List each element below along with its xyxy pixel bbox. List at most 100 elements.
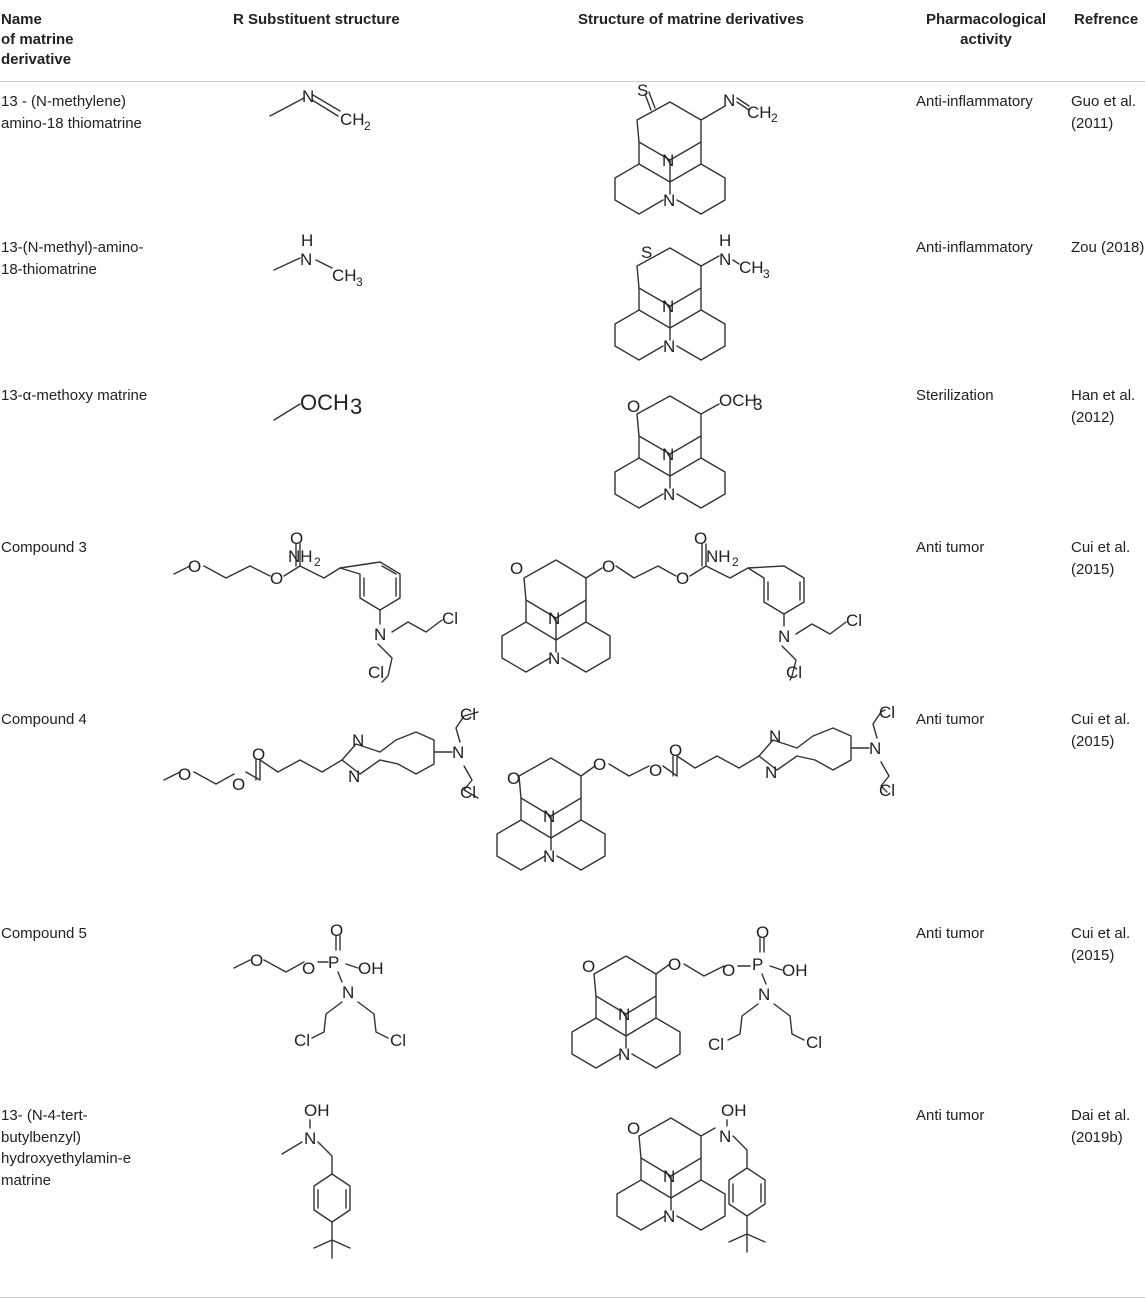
- svg-text:O: O: [507, 769, 520, 788]
- svg-text:O: O: [330, 921, 343, 940]
- svg-text:N: N: [719, 1127, 731, 1146]
- svg-text:N: N: [662, 297, 674, 316]
- svg-text:N: N: [543, 807, 555, 826]
- svg-text:N: N: [543, 847, 555, 866]
- svg-text:CH: CH: [332, 266, 357, 285]
- svg-text:N: N: [662, 445, 674, 464]
- derivative-name: 13-(N-methyl)-amino-18-thiomatrine: [1, 239, 144, 278]
- svg-text:N: N: [769, 727, 781, 746]
- svg-text:Cl: Cl: [368, 663, 384, 682]
- header-structure: Structure of matrine derivatives: [578, 11, 804, 28]
- svg-text:Cl: Cl: [806, 1033, 822, 1052]
- svg-text:3: 3: [350, 394, 362, 419]
- svg-text:N: N: [300, 250, 312, 269]
- svg-text:O: O: [676, 569, 689, 588]
- activity: Anti-inflammatory: [916, 93, 1033, 110]
- svg-text:3: 3: [763, 267, 770, 281]
- svg-text:O: O: [510, 559, 523, 578]
- svg-text:2: 2: [314, 555, 321, 569]
- svg-text:OCH: OCH: [719, 391, 757, 410]
- header-name: Name of matrine derivative: [1, 11, 74, 68]
- svg-text:OCH: OCH: [300, 390, 349, 415]
- reference: Cui et al. (2015): [1071, 925, 1131, 964]
- derivative-name: 13-α-methoxy matrine: [1, 387, 148, 404]
- svg-text:H: H: [719, 231, 731, 250]
- substituent-structure: OH N: [281, 1101, 351, 1259]
- derivative-name: Compound 4: [1, 711, 87, 728]
- svg-text:O: O: [756, 923, 769, 942]
- svg-text:Cl: Cl: [846, 611, 862, 630]
- table-bottom-rule: [0, 1297, 1145, 1298]
- derivative-name: Compound 3: [1, 539, 87, 556]
- svg-text:N: N: [548, 649, 560, 668]
- svg-text:N: N: [348, 767, 360, 786]
- svg-text:N: N: [719, 250, 731, 269]
- svg-text:Cl: Cl: [442, 609, 458, 628]
- svg-text:O: O: [602, 557, 615, 576]
- activity: Anti tumor: [916, 925, 985, 942]
- svg-text:O: O: [627, 397, 640, 416]
- activity: Anti-inflammatory: [916, 239, 1033, 256]
- svg-text:H: H: [301, 231, 313, 250]
- svg-text:NH: NH: [706, 547, 731, 566]
- table-row: Compound 4 Anti tumor Cui et al. (2015) …: [0, 700, 1145, 912]
- svg-text:Cl: Cl: [879, 781, 895, 800]
- table-row: 13-α-methoxy matrine Sterilization Han e…: [0, 376, 1145, 526]
- reference: Guo et al. (2011): [1071, 93, 1137, 132]
- derivative-name: 13- (N-4-tert-butylbenzyl) hydroxyethyla…: [1, 1107, 132, 1189]
- svg-text:OH: OH: [721, 1101, 747, 1120]
- header-reference: Refrence: [1074, 11, 1139, 28]
- svg-text:O: O: [290, 529, 303, 548]
- table-row: Compound 5 Anti tumor Cui et al. (2015) …: [0, 914, 1145, 1094]
- svg-text:N: N: [758, 985, 770, 1004]
- svg-text:N: N: [663, 1207, 675, 1226]
- svg-text:2: 2: [732, 555, 739, 569]
- svg-text:OH: OH: [358, 959, 384, 978]
- svg-text:Cl: Cl: [460, 705, 476, 724]
- substituent-structure: O O O N N N Cl Cl: [163, 705, 479, 802]
- svg-text:N: N: [548, 609, 560, 628]
- svg-text:N: N: [765, 763, 777, 782]
- svg-text:CH: CH: [747, 103, 772, 122]
- header-activity: Pharmacological activity: [925, 11, 1047, 48]
- activity: Anti tumor: [916, 539, 985, 556]
- substituent-structure: O O P O OH N Cl Cl: [233, 921, 406, 1050]
- svg-text:N: N: [342, 983, 354, 1002]
- svg-text:O: O: [188, 557, 201, 576]
- svg-text:Cl: Cl: [294, 1031, 310, 1050]
- svg-text:N: N: [618, 1045, 630, 1064]
- table-row: 13 - (N-methylene) amino-18 thiomatrine …: [0, 81, 1145, 226]
- reference: Dai et al. (2019b): [1071, 1107, 1131, 1146]
- svg-text:N: N: [374, 625, 386, 644]
- derivative-name: 13 - (N-methylene) amino-18 thiomatrine: [1, 93, 142, 132]
- svg-text:S: S: [637, 81, 648, 100]
- activity: Sterilization: [916, 387, 994, 404]
- svg-text:Cl: Cl: [879, 703, 895, 722]
- svg-text:N: N: [778, 627, 790, 646]
- svg-text:O: O: [582, 957, 595, 976]
- svg-text:S: S: [641, 243, 652, 262]
- reference: Zou (2018): [1071, 239, 1145, 256]
- svg-text:O: O: [178, 765, 191, 784]
- svg-text:O: O: [250, 951, 263, 970]
- svg-text:O: O: [649, 761, 662, 780]
- svg-text:O: O: [722, 961, 735, 980]
- svg-text:N: N: [304, 1129, 316, 1148]
- svg-text:N: N: [618, 1005, 630, 1024]
- svg-text:OH: OH: [782, 961, 808, 980]
- svg-text:O: O: [627, 1119, 640, 1138]
- svg-text:O: O: [668, 955, 681, 974]
- svg-text:O: O: [302, 959, 315, 978]
- svg-text:O: O: [593, 755, 606, 774]
- svg-text:N: N: [662, 151, 674, 170]
- table-header: Name of matrine derivative R Substituent…: [0, 0, 1145, 80]
- svg-text:N: N: [352, 731, 364, 750]
- activity: Anti tumor: [916, 711, 985, 728]
- svg-text:N: N: [302, 87, 314, 106]
